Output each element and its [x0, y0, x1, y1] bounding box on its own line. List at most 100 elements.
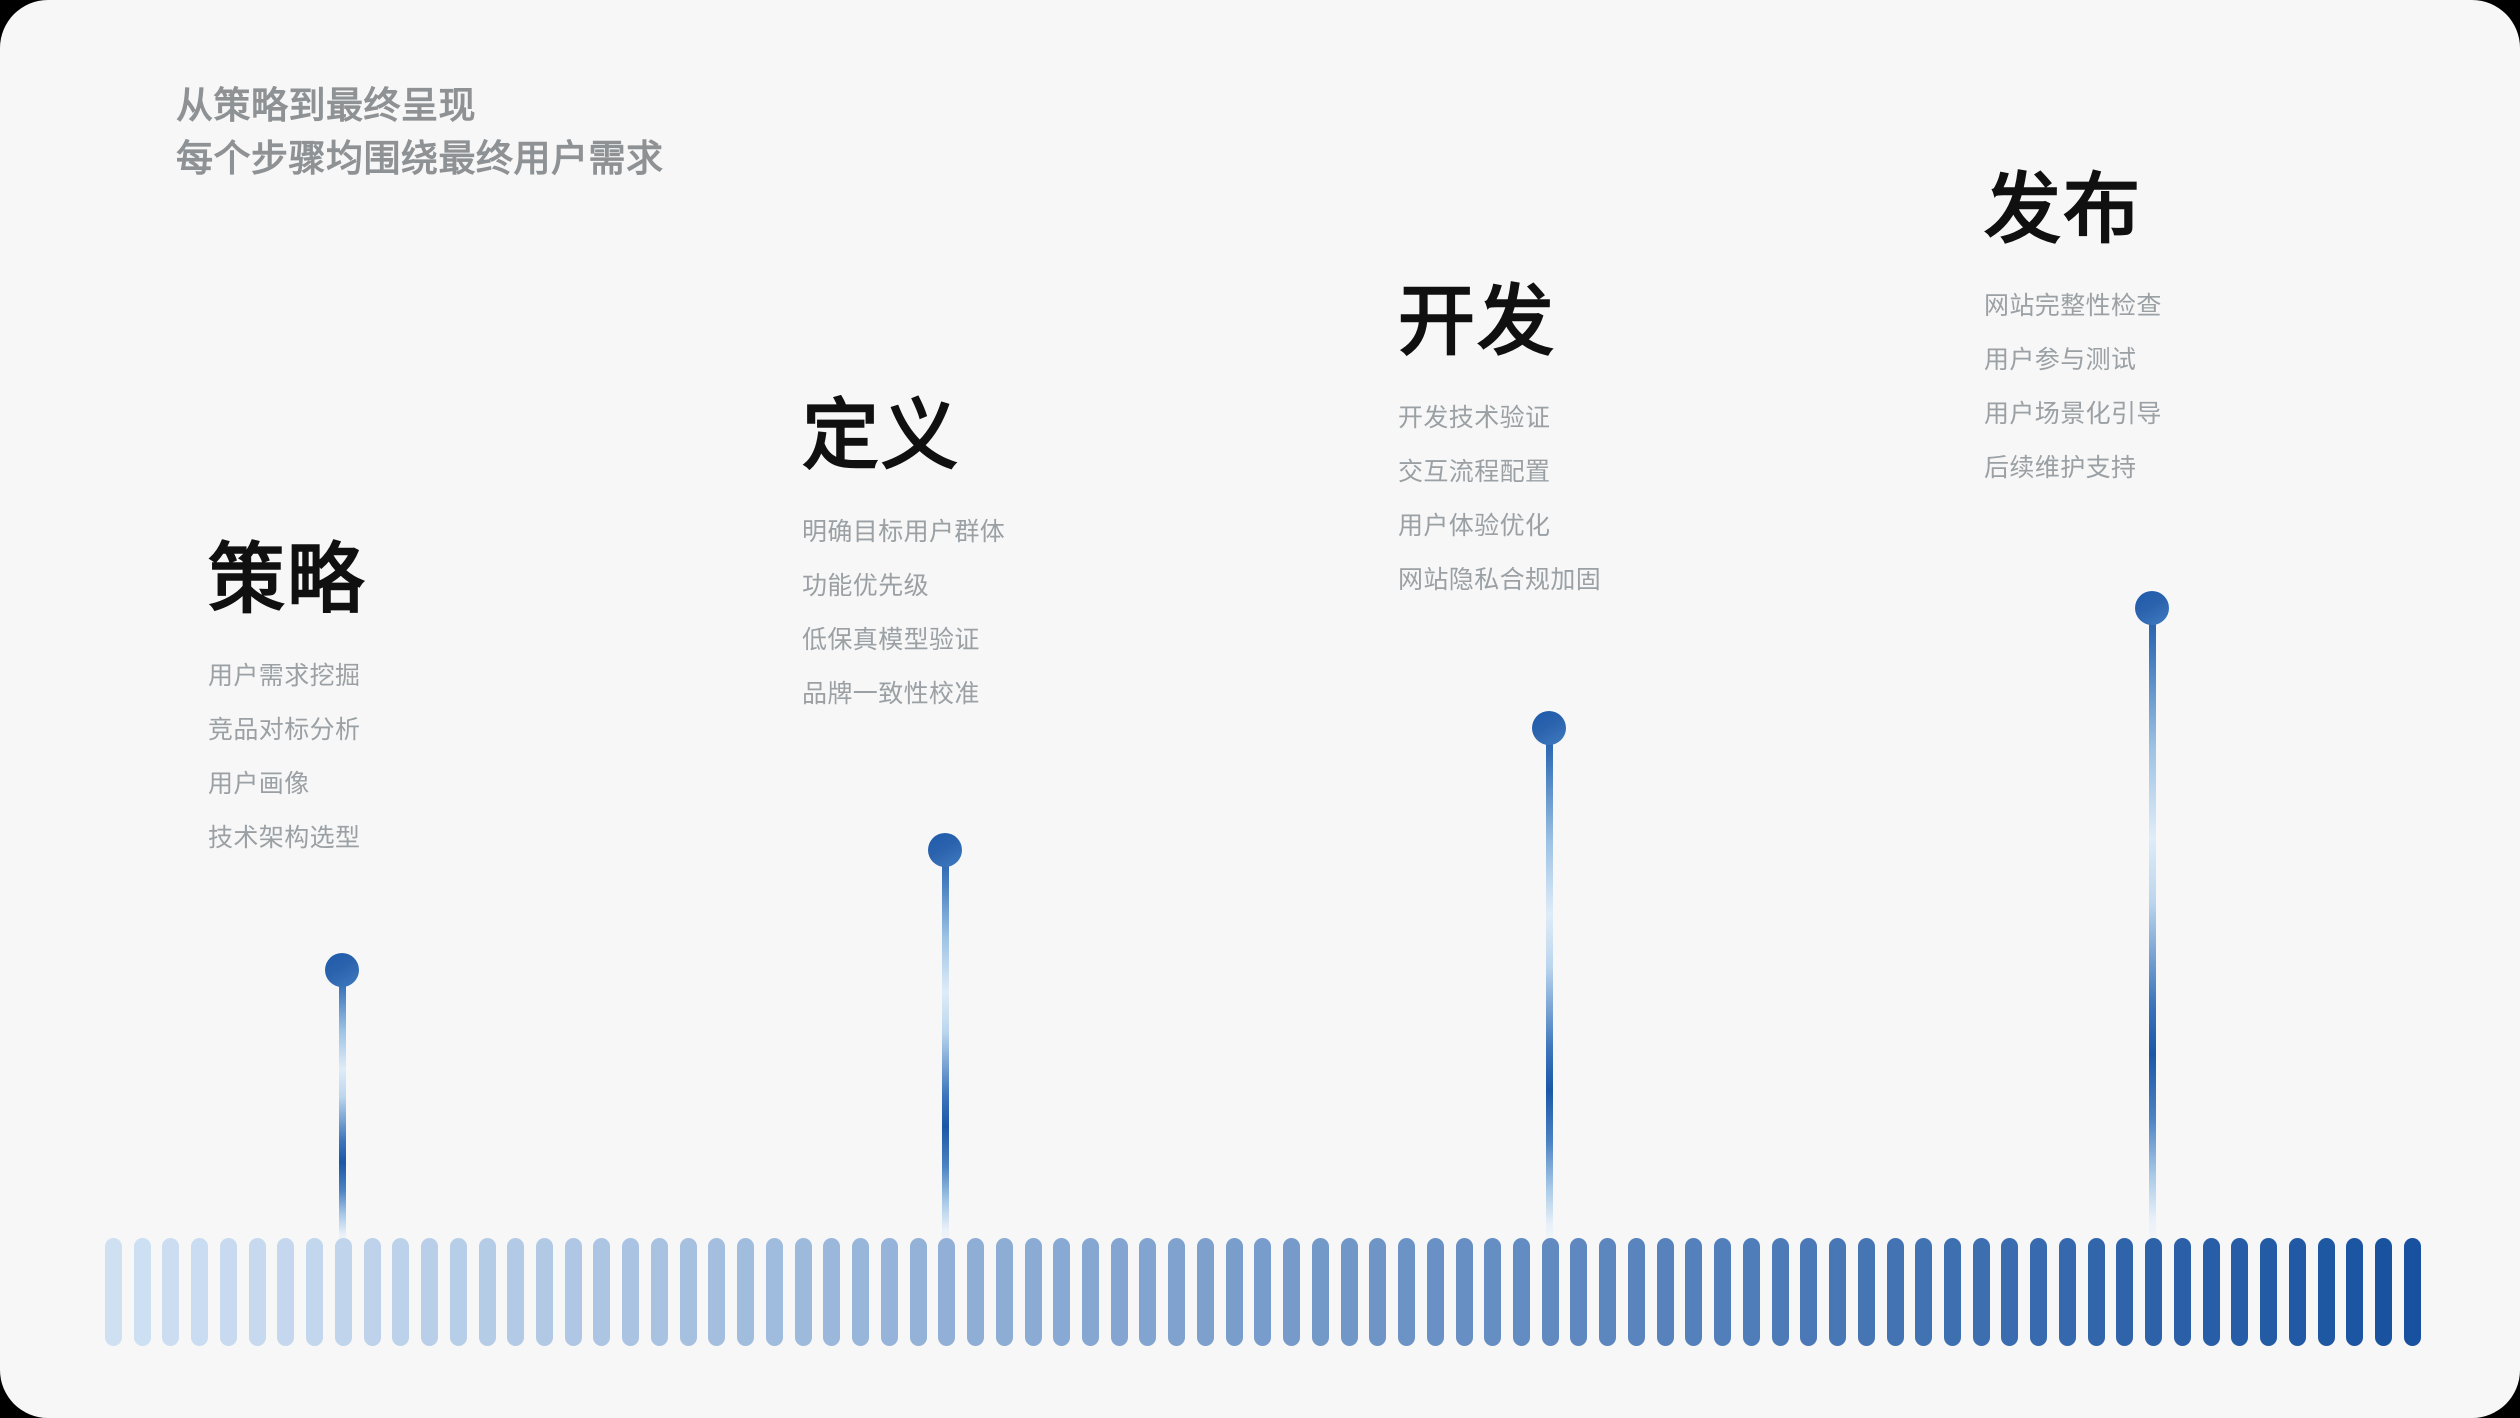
stage-1: 策略用户需求挖掘竞品对标分析用户画像技术架构选型: [208, 540, 366, 851]
gradient-bar: [1311, 1238, 1329, 1346]
gradient-bar: [1024, 1238, 1042, 1346]
gradient-bar: [133, 1238, 151, 1346]
gradient-bar: [2001, 1238, 2019, 1346]
stage-1-item-list: 用户需求挖掘竞品对标分析用户画像技术架构选型: [208, 664, 366, 851]
stage-item: 竞品对标分析: [208, 716, 361, 745]
gradient-bar: [334, 1238, 352, 1346]
stage-2-item-list: 明确目标用户群体功能优先级低保真模型验证品牌一致性校准: [802, 520, 1005, 707]
gradient-bar: [1369, 1238, 1387, 1346]
stage-2-stem: [941, 850, 949, 1245]
gradient-bar: [1685, 1238, 1703, 1346]
gradient-bar: [2260, 1238, 2278, 1346]
gradient-bar: [105, 1238, 122, 1346]
gradient-bar: [1800, 1238, 1818, 1346]
gradient-bar: [2231, 1238, 2249, 1346]
gradient-bar: [306, 1238, 324, 1346]
stage-item: 用户需求挖掘: [208, 662, 361, 691]
stage-4-marker-dot[interactable]: [2135, 591, 2169, 625]
stage-1-marker-dot[interactable]: [325, 953, 359, 987]
gradient-bar: [1081, 1238, 1099, 1346]
gradient-bar: [191, 1238, 209, 1346]
gradient-bar-strip: [105, 1238, 2421, 1346]
gradient-bar: [564, 1238, 582, 1346]
gradient-bar: [650, 1238, 668, 1346]
stage-3-marker-dot[interactable]: [1532, 711, 1566, 745]
gradient-bar: [248, 1238, 266, 1346]
stage-item: 技术架构选型: [208, 824, 361, 853]
stage-4-item-list: 网站完整性检查用户参与测试用户场景化引导后续维护支持: [1984, 294, 2162, 481]
gradient-bar: [1656, 1238, 1674, 1346]
gradient-bar: [392, 1238, 410, 1346]
gradient-bar: [1714, 1238, 1732, 1346]
stage-item: 网站隐私合规加固: [1398, 566, 1602, 595]
stage-item: 低保真模型验证: [802, 626, 980, 655]
gradient-bar: [737, 1238, 755, 1346]
gradient-bar: [1139, 1238, 1157, 1346]
stage-3-title: 开发: [1398, 279, 1556, 365]
gradient-bar: [593, 1238, 611, 1346]
gradient-bar: [2288, 1238, 2306, 1346]
gradient-bar: [2202, 1238, 2220, 1346]
gradient-bar: [1110, 1238, 1128, 1346]
gradient-bar: [277, 1238, 295, 1346]
gradient-bar: [1886, 1238, 1904, 1346]
gradient-bar: [2375, 1238, 2393, 1346]
gradient-bar: [679, 1238, 697, 1346]
stage-item: 用户画像: [208, 770, 310, 799]
stage-item: 用户场景化引导: [1984, 400, 2162, 429]
stage-1-stem: [338, 970, 346, 1245]
intro-heading: 从策略到最终呈现 每个步骤均围绕最终用户需求: [176, 80, 664, 185]
gradient-bar: [794, 1238, 812, 1346]
stage-item: 交互流程配置: [1398, 458, 1551, 487]
stage-item: 用户参与测试: [1984, 346, 2137, 375]
gradient-bar: [1972, 1238, 1990, 1346]
gradient-bar: [1168, 1238, 1186, 1346]
stage-3: 开发开发技术验证交互流程配置用户体验优化网站隐私合规加固: [1398, 282, 1601, 593]
gradient-bar: [1915, 1238, 1933, 1346]
gradient-bar: [967, 1238, 985, 1346]
intro-line-1: 从策略到最终呈现: [176, 85, 476, 126]
gradient-bar: [2087, 1238, 2105, 1346]
gradient-bar: [1426, 1238, 1444, 1346]
stage-item: 开发技术验证: [1398, 404, 1551, 433]
gradient-bar: [1944, 1238, 1961, 1346]
gradient-bar: [2403, 1238, 2421, 1346]
stage-3-stem: [1545, 728, 1553, 1245]
gradient-bar: [2145, 1238, 2163, 1346]
stage-item: 品牌一致性校准: [802, 680, 980, 709]
stage-2-marker-dot[interactable]: [928, 833, 962, 867]
gradient-bar: [478, 1238, 496, 1346]
gradient-bar: [1742, 1238, 1760, 1346]
gradient-bar: [1455, 1238, 1473, 1346]
gradient-bar: [1340, 1238, 1358, 1346]
gradient-bar: [622, 1238, 640, 1346]
gradient-bar: [1771, 1238, 1789, 1346]
gradient-bar: [1225, 1238, 1243, 1346]
gradient-bar: [2346, 1238, 2364, 1346]
gradient-bar: [2030, 1238, 2048, 1346]
gradient-bar: [995, 1238, 1013, 1346]
stage-2: 定义明确目标用户群体功能优先级低保真模型验证品牌一致性校准: [802, 396, 1005, 707]
gradient-bar: [823, 1238, 841, 1346]
gradient-bar: [909, 1238, 927, 1346]
stage-4-stem: [2148, 608, 2156, 1245]
stage-item: 用户体验优化: [1398, 512, 1551, 541]
gradient-bar: [1283, 1238, 1301, 1346]
gradient-bar: [1196, 1238, 1214, 1346]
gradient-bar: [852, 1238, 870, 1346]
stage-item: 后续维护支持: [1984, 454, 2137, 483]
gradient-bar: [449, 1238, 467, 1346]
gradient-bar: [1398, 1238, 1416, 1346]
gradient-bar: [363, 1238, 381, 1346]
gradient-bar: [2116, 1238, 2134, 1346]
stage-item: 功能优先级: [802, 572, 930, 601]
intro-line-2: 每个步骤均围绕最终用户需求: [176, 137, 664, 179]
gradient-bar: [880, 1238, 898, 1346]
gradient-bar: [2173, 1238, 2191, 1346]
gradient-bar: [1829, 1238, 1847, 1346]
gradient-bar: [1484, 1238, 1502, 1346]
gradient-bar: [536, 1238, 554, 1346]
stage-3-item-list: 开发技术验证交互流程配置用户体验优化网站隐私合规加固: [1398, 406, 1601, 593]
stage-item: 明确目标用户群体: [802, 518, 1006, 547]
